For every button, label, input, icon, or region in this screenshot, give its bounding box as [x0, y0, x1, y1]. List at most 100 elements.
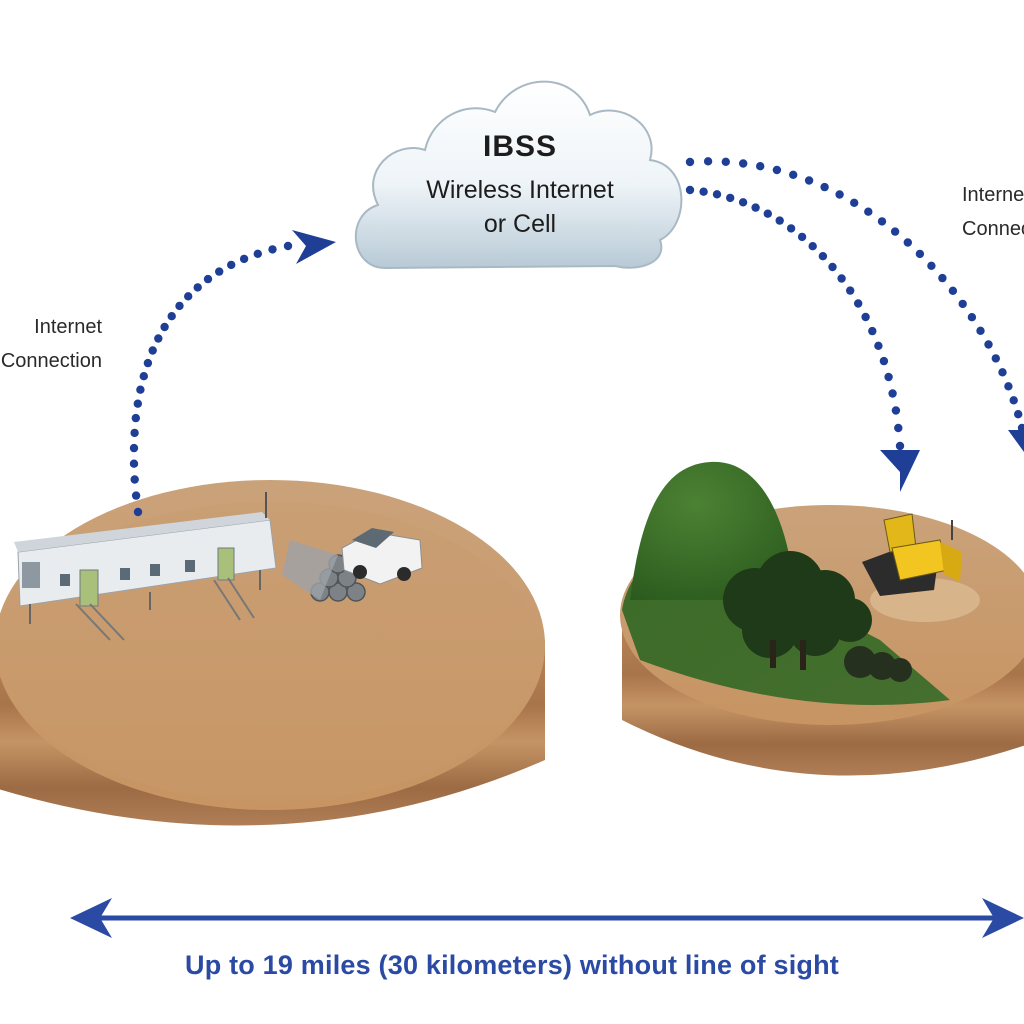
arrow-dot [967, 313, 977, 322]
arrow-dot [130, 475, 139, 484]
arrow-dot [253, 249, 262, 258]
left-label-line1: Internet [34, 316, 102, 338]
arrow-dot [203, 274, 213, 284]
arrow-dot [1014, 410, 1023, 419]
arrow-dot [868, 326, 877, 336]
downlink-arrowhead-outer [1008, 430, 1024, 470]
distance-caption: Up to 19 miles (30 kilometers) without l… [185, 950, 839, 980]
left-label-line2: Connection [0, 350, 102, 372]
arrow-dot [143, 358, 153, 368]
arrow-dot [891, 406, 901, 415]
arrow-dot [991, 354, 1000, 363]
bulldozer [862, 513, 980, 622]
arrow-dot [167, 312, 176, 321]
arrow-dot [884, 372, 893, 382]
arrow-dot [864, 207, 873, 216]
uplink-arrowhead [292, 230, 336, 264]
arrow-dot [756, 162, 765, 171]
arrow-dot [129, 459, 139, 468]
downlink-arrow-inner [685, 185, 920, 492]
arrow-dot [130, 428, 139, 438]
arrow-dot [175, 301, 184, 311]
arrow-dot [850, 198, 859, 207]
arrow-dot [215, 267, 224, 276]
arrow-dot [786, 224, 796, 233]
arrow-dot [268, 245, 277, 254]
arrow-dot [789, 170, 798, 179]
arrow-dot [239, 254, 249, 264]
arrow-dot [193, 283, 202, 292]
arrow-dot [915, 249, 925, 259]
arrow-dot [835, 190, 844, 199]
arrow-dot [738, 198, 748, 207]
bush [844, 646, 912, 682]
pipe-stack [282, 540, 366, 602]
arrow-dot [874, 341, 883, 350]
downlink-arrowhead [880, 450, 920, 492]
cloud-title: IBSS [482, 130, 558, 163]
office-trailer [14, 492, 277, 641]
arrow-dot [890, 227, 900, 236]
arrow-dot [818, 252, 828, 261]
arrow-dot [154, 334, 163, 343]
arrow-dot [804, 176, 814, 185]
arrow-dot [139, 372, 148, 381]
arrow-dot [685, 157, 695, 167]
arrow-dot [136, 385, 145, 394]
arrow-dot [131, 491, 141, 500]
arrow-dot [712, 190, 722, 199]
arrow-dot [184, 292, 193, 301]
arrow-dot [894, 423, 903, 433]
left-connection-label: Internet Connection [0, 310, 102, 378]
arrow-dot [958, 299, 967, 309]
arrow-dot [808, 242, 817, 251]
arrow-dot [699, 187, 708, 196]
hill [630, 461, 795, 600]
arrow-dot [1004, 382, 1013, 391]
uplink-arrow [129, 230, 336, 517]
arrow-dot [877, 217, 887, 226]
distance-arrow [70, 898, 1024, 938]
tree-cluster [723, 551, 872, 670]
arrow-dot [703, 157, 713, 166]
right-island [620, 461, 1024, 776]
arrow-dot [721, 157, 730, 166]
arrow-dot [861, 312, 870, 322]
arrow-dot [131, 413, 140, 423]
arrow-dot [283, 241, 293, 251]
arrow-dot [948, 286, 958, 295]
arrow-dot [763, 209, 772, 218]
arrow-dot [976, 326, 985, 335]
arrow-dot [854, 299, 863, 308]
cloud-subtitle-line2: or Cell [483, 210, 557, 238]
arrow-dot [837, 274, 846, 283]
cloud [354, 80, 683, 270]
arrow-dot [739, 159, 748, 168]
arrow-dot [938, 273, 947, 283]
cloud-subtitle-line1: Wireless Internet [426, 176, 614, 204]
arrow-dot [160, 322, 169, 332]
left-island [0, 480, 545, 826]
arrow-dot [726, 193, 735, 203]
arrow-dot [895, 441, 905, 451]
arrow-dot [820, 182, 829, 192]
arrow-dot [797, 232, 807, 242]
arrow-dot [133, 507, 143, 517]
arrow-dot [227, 260, 236, 270]
arrow-dot [888, 389, 897, 398]
arrow-dot [903, 238, 912, 247]
arrow-dot [879, 356, 889, 366]
arrow-dot [1009, 396, 1018, 405]
arrow-dot [846, 286, 855, 295]
arrow-dot [129, 443, 139, 453]
arrow-dot [998, 368, 1007, 377]
arrow-dot [148, 346, 157, 355]
arrow-dot [828, 262, 837, 272]
downlink-arrow-outer [685, 157, 1024, 470]
arrow-dot [772, 165, 782, 175]
pickup-truck [341, 528, 423, 585]
arrow-dot [685, 185, 695, 195]
arrow-dot [751, 203, 760, 212]
arrow-dot [984, 340, 993, 349]
